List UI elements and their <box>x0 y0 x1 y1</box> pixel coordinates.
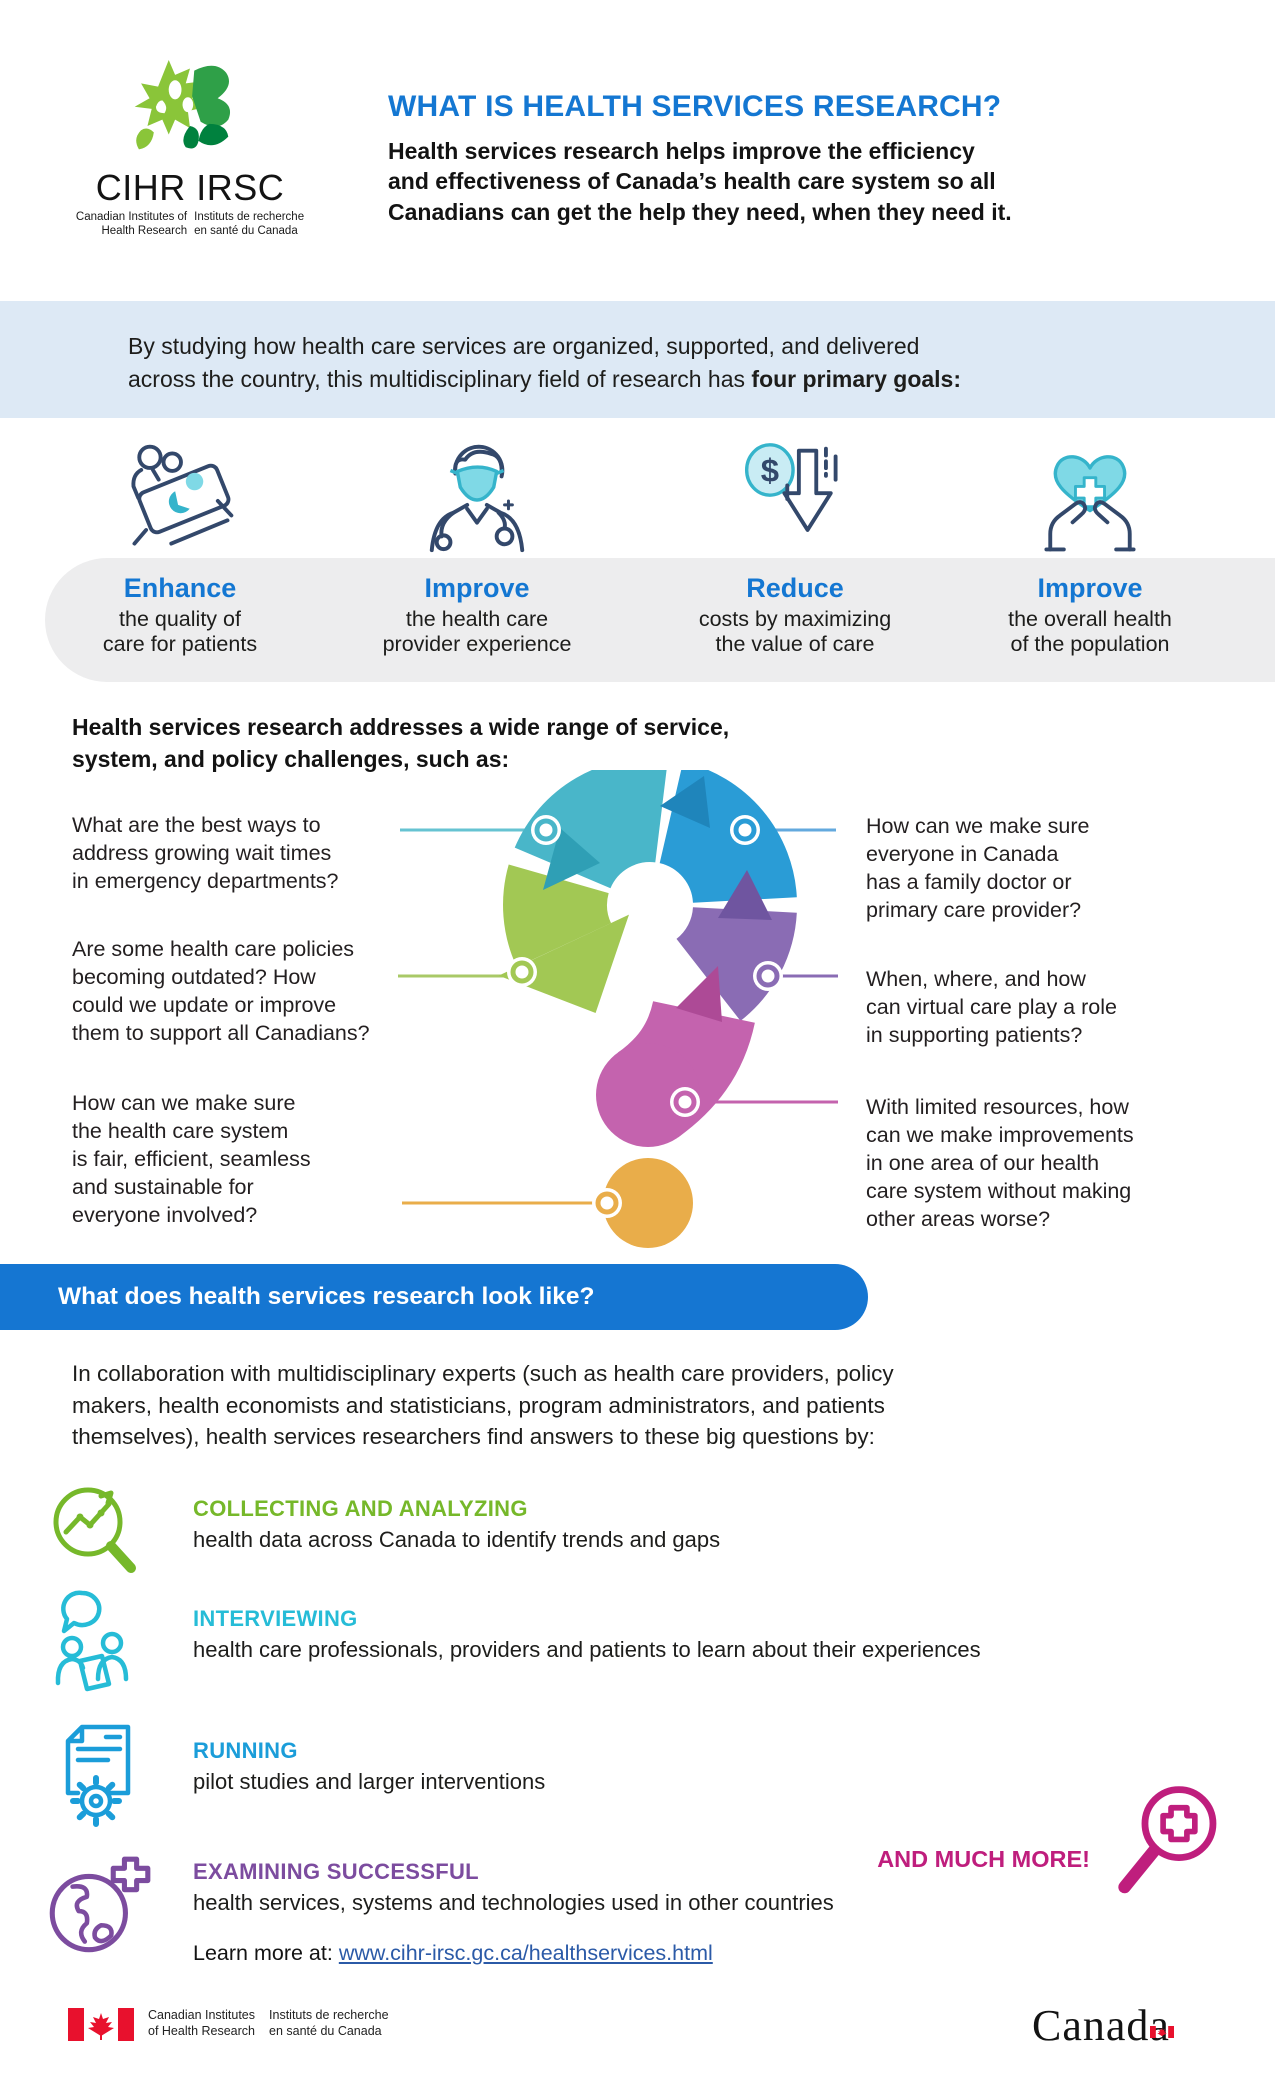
intro-text-bold: four primary goals: <box>751 366 962 393</box>
goal-verb: Improve <box>1037 573 1143 603</box>
logo-name-en: Canadian Institutes of Health Research <box>75 211 188 237</box>
footer-department-names: Canadian Institutes of Health Research I… <box>148 2008 389 2039</box>
goal-enhance: Enhance the quality of care for patients <box>30 430 330 658</box>
globe-health-icon <box>42 1848 154 1975</box>
much-more-label: AND MUCH MORE! <box>877 1846 1090 1872</box>
goal-improve-provider: Improve the health care provider experie… <box>327 430 627 658</box>
pilot-study-icon <box>50 1718 150 1835</box>
activity-heading-running: RUNNING <box>193 1738 298 1763</box>
intro-text-normal: By studying how health care services are… <box>128 333 920 393</box>
svg-text:$: $ <box>761 452 779 489</box>
activity-desc-examining: health services, systems and technologie… <box>193 1890 834 1915</box>
wordmark-flag-icon <box>1149 1998 1174 2049</box>
canada-wordmark: Canada <box>1032 2000 1174 2051</box>
question-mark-graphic <box>398 770 838 1248</box>
question-limited-resources: With limited resources, how can we make … <box>866 1095 1134 1231</box>
goal-verb: Reduce <box>746 573 844 603</box>
cihr-leaf-icon <box>58 60 322 165</box>
canada-wordmark-text: Canada <box>1032 2001 1170 2050</box>
question-fair-system: How can we make sure the health care sys… <box>72 1091 311 1227</box>
section-banner-title: What does health services research look … <box>58 1283 595 1310</box>
question-virtual-care: When, where, and how can virtual care pl… <box>866 967 1117 1047</box>
challenges-heading: Health services research addresses a wid… <box>72 714 730 772</box>
footer-name-en: Canadian Institutes of Health Research <box>148 2008 256 2038</box>
heart-in-hands-icon <box>940 430 1240 558</box>
question-mark-dot <box>603 1158 693 1248</box>
canada-flag-icon <box>68 2008 134 2046</box>
goal-desc: costs by maximizing the value of care <box>698 607 892 657</box>
goal-improve-health: Improve the overall health of the popula… <box>940 430 1240 658</box>
intro-text: By studying how health care services are… <box>128 330 961 397</box>
activity-desc-running: pilot studies and larger interventions <box>193 1769 546 1794</box>
footer-name-fr: Instituts de recherche en santé du Canad… <box>269 2008 389 2038</box>
analyze-icon <box>46 1480 146 1585</box>
activity-heading-interviewing: INTERVIEWING <box>193 1606 358 1631</box>
activity-heading-examining: EXAMINING SUCCESSFUL <box>193 1859 479 1884</box>
activity-desc-collecting: health data across Canada to identify tr… <box>193 1527 721 1552</box>
health-provider-icon <box>327 430 627 558</box>
learn-more-link[interactable]: www.cihr-irsc.gc.ca/healthservices.html <box>338 1941 713 1965</box>
learn-more-label: Learn more at: <box>193 1941 333 1965</box>
logo-name-fr: Instituts de recherche en santé du Canad… <box>194 211 305 237</box>
goal-desc: the health care provider experience <box>382 607 572 657</box>
much-more-magnifier-icon <box>1104 1776 1229 1917</box>
collaboration-paragraph: In collaboration with multidisciplinary … <box>72 1361 894 1449</box>
goal-reduce-costs: $ Reduce costs by maximizing the value o… <box>645 430 945 658</box>
goals-band <box>45 558 1275 682</box>
connector-rings <box>507 815 783 1218</box>
intro-band <box>0 301 1275 418</box>
logo-acronym: CIHR IRSC <box>95 167 285 208</box>
goal-desc: the quality of care for patients <box>102 607 258 657</box>
activity-desc-interviewing: health care professionals, providers and… <box>193 1637 981 1662</box>
patient-bed-icon <box>30 430 330 558</box>
cihr-logo: CIHR IRSC Canadian Institutes of Health … <box>58 60 322 238</box>
goal-desc: the overall health of the population <box>1008 607 1172 657</box>
section-banner: What does health services research look … <box>0 1264 868 1330</box>
question-family-doctor: How can we make sure everyone in Canada … <box>866 814 1090 922</box>
interview-icon <box>52 1586 152 1703</box>
learn-more-line: Learn more at: www.cihr-irsc.gc.ca/healt… <box>193 1941 713 1966</box>
question-outdated-policies: Are some health care policies becoming o… <box>72 937 370 1045</box>
goal-verb: Improve <box>424 573 530 603</box>
page-title: WHAT IS HEALTH SERVICES RESEARCH? <box>388 90 1002 123</box>
page-subtitle: Health services research helps improve t… <box>388 138 1012 225</box>
question-wait-times: What are the best ways to address growin… <box>72 813 339 893</box>
reduce-costs-icon: $ <box>645 430 945 558</box>
activity-heading-collecting: COLLECTING AND ANALYZING <box>193 1496 528 1521</box>
goal-verb: Enhance <box>123 573 237 603</box>
